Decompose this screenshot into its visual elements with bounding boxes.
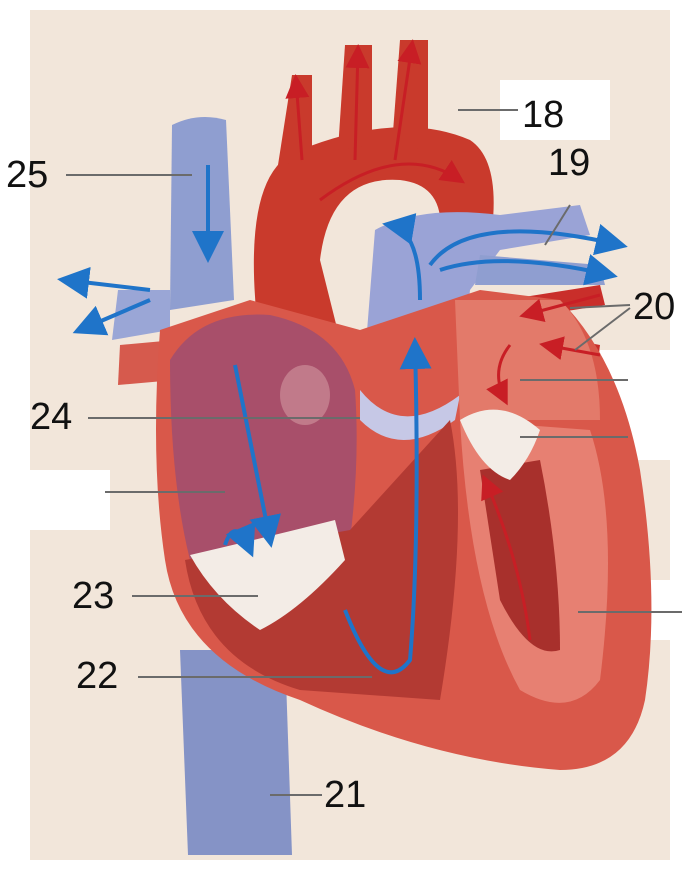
- label-patch: [20, 470, 110, 530]
- label-18: 18: [522, 96, 564, 134]
- label-23: 23: [72, 577, 114, 615]
- label-24: 24: [30, 398, 72, 436]
- fossa-ovalis: [280, 365, 330, 425]
- label-20: 20: [633, 288, 675, 326]
- label-21: 21: [324, 776, 366, 814]
- label-22: 22: [76, 657, 118, 695]
- label-19: 19: [548, 144, 590, 182]
- label-25: 25: [6, 156, 48, 194]
- superior-vena-cava: [170, 117, 234, 310]
